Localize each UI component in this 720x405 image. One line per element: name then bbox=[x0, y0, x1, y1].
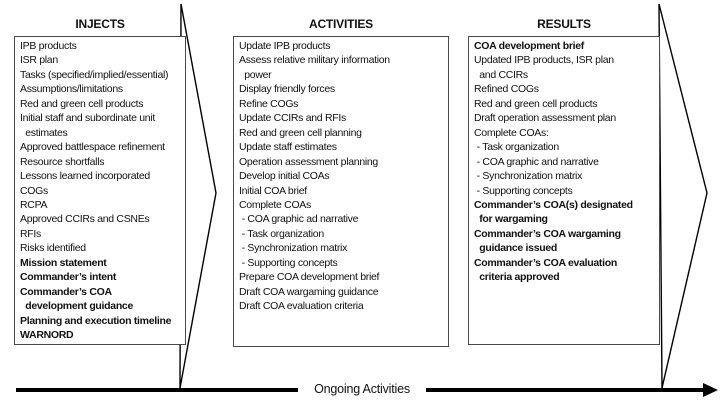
list-line: power bbox=[239, 68, 272, 81]
injects-column-header: INJECTS bbox=[75, 17, 125, 31]
list-line: Initial staff and subordinate unit bbox=[20, 112, 155, 125]
list-line: RCPA bbox=[20, 198, 48, 211]
list-line: Mission statement bbox=[20, 256, 107, 269]
list-line: for wargaming bbox=[474, 213, 548, 226]
list-line: Tasks (specified/implied/essential) bbox=[20, 68, 169, 81]
list-line: - Synchronization matrix bbox=[474, 170, 583, 183]
list-line: Complete COAs: bbox=[474, 126, 549, 139]
list-line: Lessons learned incorporated bbox=[20, 170, 150, 183]
list-line: RFIs bbox=[20, 227, 41, 240]
list-line: - COA graphic ad narrative bbox=[239, 213, 359, 226]
list-line: Update IPB products bbox=[239, 40, 331, 52]
list-line: - Task organization bbox=[474, 141, 560, 154]
list-line: Draft operation assessment plan bbox=[474, 112, 616, 125]
list-line: and CCIRs bbox=[474, 68, 528, 81]
list-line: WARNORD bbox=[20, 329, 74, 342]
list-line: Draft COA wargaming guidance bbox=[239, 285, 379, 298]
list-line: Approved CCIRs and CSNEs bbox=[20, 213, 150, 226]
list-line: Draft COA evaluation criteria bbox=[239, 300, 364, 313]
list-line: Refine COGs bbox=[239, 97, 299, 110]
list-line: Update staff estimates bbox=[239, 141, 337, 154]
results-chevron-arrow bbox=[658, 3, 708, 389]
list-line: Refined COGs bbox=[474, 83, 539, 96]
list-line: development guidance bbox=[20, 300, 134, 313]
list-line: - Supporting concepts bbox=[239, 256, 338, 269]
activities-column-header: ACTIVITIES bbox=[308, 17, 373, 31]
results-column-header: RESULTS bbox=[537, 17, 591, 31]
list-line: Planning and execution timeline bbox=[20, 314, 172, 327]
list-line: - Synchronization matrix bbox=[239, 242, 348, 255]
list-line: Initial COA brief bbox=[239, 184, 307, 197]
list-line: Update CCIRs and RFIs bbox=[239, 112, 346, 125]
list-line: Commander’s intent bbox=[20, 271, 117, 284]
ongoing-activities-label: Ongoing Activities bbox=[314, 382, 410, 396]
list-line: Assess relative military information bbox=[239, 54, 390, 67]
list-line: ISR plan bbox=[20, 54, 58, 67]
list-line: - Supporting concepts bbox=[474, 184, 573, 197]
list-line: Approved battlespace refinement bbox=[20, 141, 165, 154]
list-line: - COA graphic and narrative bbox=[474, 155, 599, 168]
list-line: Commander’s COA bbox=[20, 285, 112, 298]
list-line: Risks identified bbox=[20, 242, 86, 255]
list-line: criteria approved bbox=[474, 271, 560, 284]
list-line: - Task organization bbox=[239, 227, 325, 240]
list-line: Develop initial COAs bbox=[239, 170, 330, 183]
list-line: Red and green cell planning bbox=[239, 126, 362, 139]
list-line: Complete COAs bbox=[239, 198, 311, 211]
list-line: Display friendly forces bbox=[239, 83, 335, 96]
list-line: COA development brief bbox=[474, 40, 584, 52]
list-line: Commander’s COA evaluation bbox=[474, 256, 617, 269]
list-line: Commander’s COA wargaming bbox=[474, 227, 621, 240]
ongoing-activities-arrowhead-icon bbox=[703, 383, 718, 397]
list-line: estimates bbox=[20, 126, 68, 139]
list-line: IPB products bbox=[20, 40, 77, 52]
list-line: Resource shortfalls bbox=[20, 155, 105, 168]
list-line: Prepare COA development brief bbox=[239, 271, 380, 284]
list-line: Operation assessment planning bbox=[239, 155, 378, 168]
list-line: Commander’s COA(s) designated bbox=[474, 198, 633, 211]
list-line: Updated IPB products, ISR plan bbox=[474, 54, 614, 67]
list-line: Red and green cell products bbox=[20, 97, 144, 110]
list-line: Assumptions/limitations bbox=[20, 83, 123, 96]
list-line: Red and green cell products bbox=[474, 97, 598, 110]
list-line: COGs bbox=[20, 184, 48, 197]
list-line: guidance issued bbox=[474, 242, 558, 255]
